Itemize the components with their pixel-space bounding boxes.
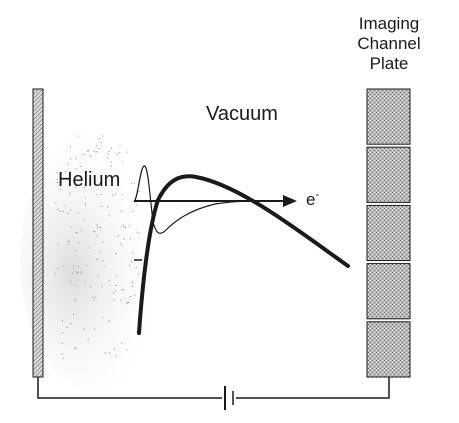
plate-segment — [366, 146, 411, 203]
electron-symbol: e — [306, 190, 316, 209]
plate-title: Imaging Channel Plate — [352, 14, 426, 74]
battery-symbol — [224, 386, 234, 410]
imaging-channel-plate — [366, 88, 411, 378]
potential-curve — [137, 174, 350, 335]
circuit-wire — [37, 377, 390, 399]
plate-segment — [366, 204, 411, 262]
electron-charge: - — [315, 189, 320, 201]
helium-gas-cloud — [20, 130, 170, 390]
plate-segment — [366, 321, 411, 378]
electron-label: e- — [306, 189, 320, 209]
helium-wave-curve — [133, 165, 286, 234]
plate-title-line-1: Imaging — [358, 14, 420, 33]
plate-title-line-2: Channel — [357, 34, 421, 53]
vacuum-label: Vacuum — [206, 103, 278, 125]
left-electrode — [32, 88, 44, 378]
helium-label: Helium — [58, 169, 121, 191]
plate-segment — [366, 88, 411, 145]
plate-segment — [366, 263, 411, 320]
plate-title-line-3: Plate — [369, 54, 409, 73]
